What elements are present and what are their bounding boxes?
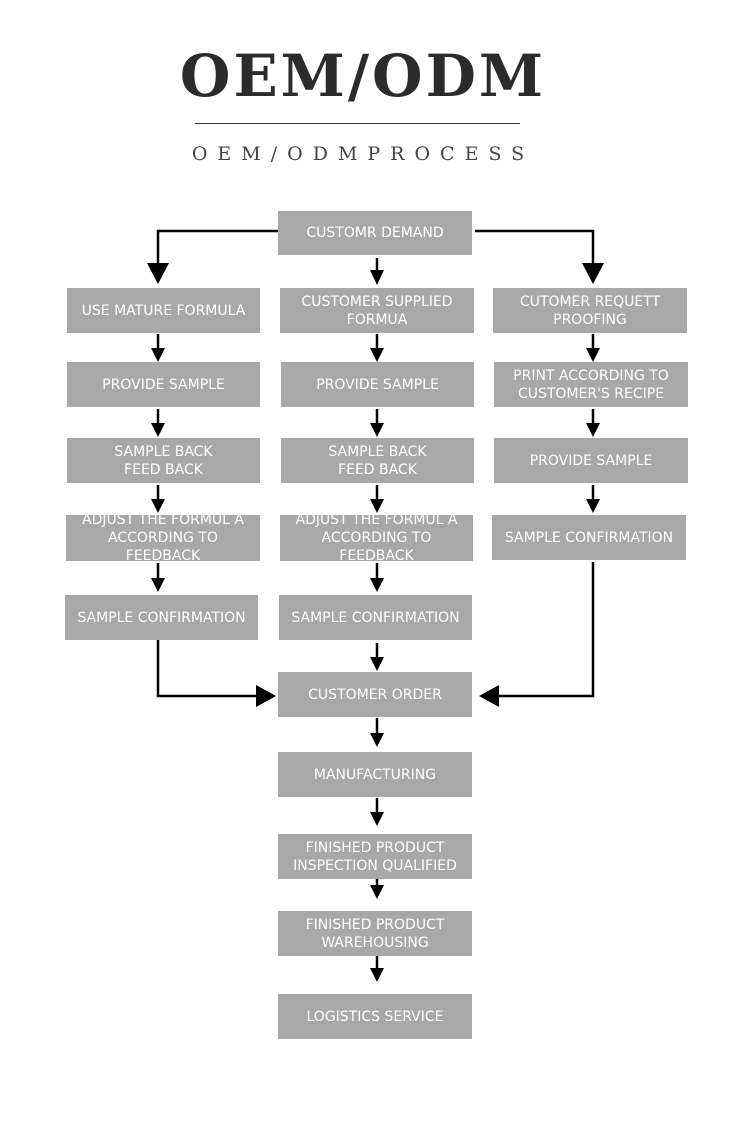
arrowhead-middle-2 <box>370 423 384 437</box>
arrowhead-middle-1 <box>370 348 384 362</box>
arrowhead-left-3 <box>151 499 165 513</box>
arrowhead-middle-3 <box>370 499 384 513</box>
middle-step-3: SAMPLE BACK FEED BACK <box>281 438 474 483</box>
arrowhead-final-3 <box>370 885 384 899</box>
arrowhead-final-2 <box>370 812 384 826</box>
arrowhead-right-2 <box>586 423 600 437</box>
arrowhead-right-3 <box>586 499 600 513</box>
left-step-5: SAMPLE CONFIRMATION <box>65 595 258 640</box>
middle-step-5: SAMPLE CONFIRMATION <box>279 595 472 640</box>
arrowhead-start-to-left <box>147 263 169 284</box>
arrowhead-right-1 <box>586 348 600 362</box>
arrowhead-start-to-middle <box>370 270 384 285</box>
arrowhead-left-1 <box>151 348 165 362</box>
right-step-3: PROVIDE SAMPLE <box>494 438 688 483</box>
connector-left-to-order <box>156 640 258 698</box>
arrowhead-middle-5 <box>370 657 384 671</box>
left-step-3: SAMPLE BACK FEED BACK <box>67 438 260 483</box>
left-step-2: PROVIDE SAMPLE <box>67 362 260 407</box>
step-customer-order: CUSTOMER ORDER <box>278 672 472 717</box>
right-step-4: SAMPLE CONFIRMATION <box>492 515 686 560</box>
step-logistics: LOGISTICS SERVICE <box>278 994 472 1039</box>
middle-step-4: ADJUST THE FORMUL A ACCORDING TO FEEDBAC… <box>280 512 473 564</box>
arrowhead-left-to-order <box>256 685 276 707</box>
step-warehousing: FINISHED PRODUCT WAREHOUSING <box>278 911 472 956</box>
arrowhead-start-to-right <box>582 263 604 284</box>
arrowhead-middle-4 <box>370 578 384 592</box>
arrowhead-right-to-order <box>479 685 499 707</box>
page-title: OEM/ODM <box>179 42 547 110</box>
arrowhead-final-1 <box>370 733 384 747</box>
left-step-4: ADJUST THE FORMUL A ACCORDING TO FEEDBAC… <box>66 512 260 564</box>
connector-right-to-order <box>497 562 595 698</box>
step-inspection: FINISHED PRODUCT INSPECTION QUALIFIED <box>278 834 472 879</box>
page-subtitle: OEM/ODMPROCESS <box>191 143 535 165</box>
middle-step-2: PROVIDE SAMPLE <box>281 362 474 407</box>
connector-start-to-right <box>475 229 595 265</box>
step-customer-demand: CUSTOMR DEMAND <box>278 211 472 255</box>
right-step-2: PRINT ACCORDING TO CUSTOMER'S RECIPE <box>494 362 688 407</box>
left-step-1: USE MATURE FORMULA <box>67 288 260 333</box>
connector-start-to-left <box>156 229 278 265</box>
right-step-1: CUTOMER REQUETT PROOFING <box>493 288 687 333</box>
arrowhead-left-2 <box>151 423 165 437</box>
arrowhead-left-4 <box>151 578 165 592</box>
title-divider <box>195 123 520 124</box>
step-manufacturing: MANUFACTURING <box>278 752 472 797</box>
middle-step-1: CUSTOMER SUPPLIED FORMUA <box>280 288 474 333</box>
arrowhead-final-4 <box>370 968 384 982</box>
